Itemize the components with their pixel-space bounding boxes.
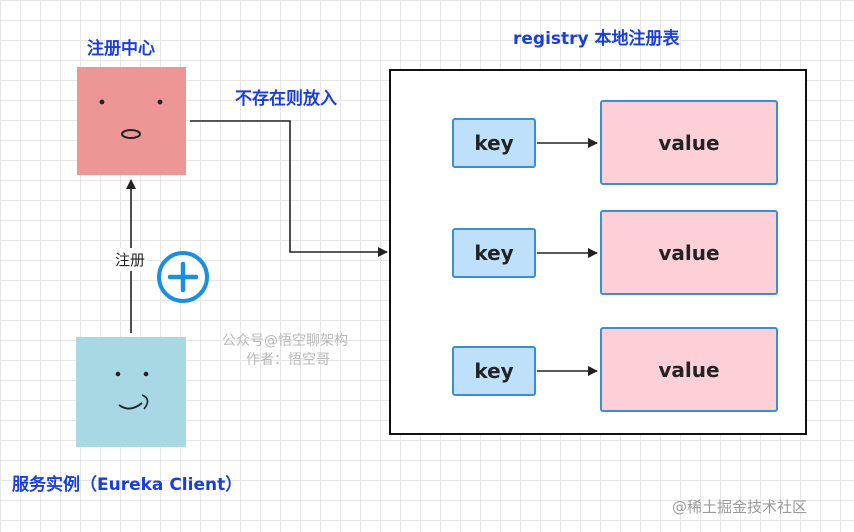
key-box: key — [452, 118, 536, 168]
value-box: value — [600, 100, 778, 185]
registry-table-title: registry 本地注册表 — [513, 29, 680, 49]
register-label: 注册 — [113, 248, 148, 271]
smile-face-icon — [115, 371, 149, 410]
put-arrow — [190, 120, 388, 257]
key-box: key — [452, 346, 536, 396]
face-icon — [99, 99, 163, 139]
plus-circle-icon — [155, 249, 211, 305]
service-instance-title: 服务实例（Eureka Client） — [12, 475, 243, 495]
key-box: key — [452, 228, 536, 278]
watermark-site: @稀土掘金技术社区 — [672, 498, 808, 516]
put-if-absent-label: 不存在则放入 — [235, 89, 337, 109]
service-instance-node — [76, 337, 186, 447]
watermark-author: 作者：悟空哥 — [246, 352, 330, 368]
watermark-account: 公众号@悟空聊架构 — [222, 333, 348, 349]
value-box: value — [600, 210, 778, 295]
registry-center-node — [77, 67, 186, 175]
registry-center-title: 注册中心 — [87, 39, 155, 59]
value-box: value — [600, 327, 778, 412]
